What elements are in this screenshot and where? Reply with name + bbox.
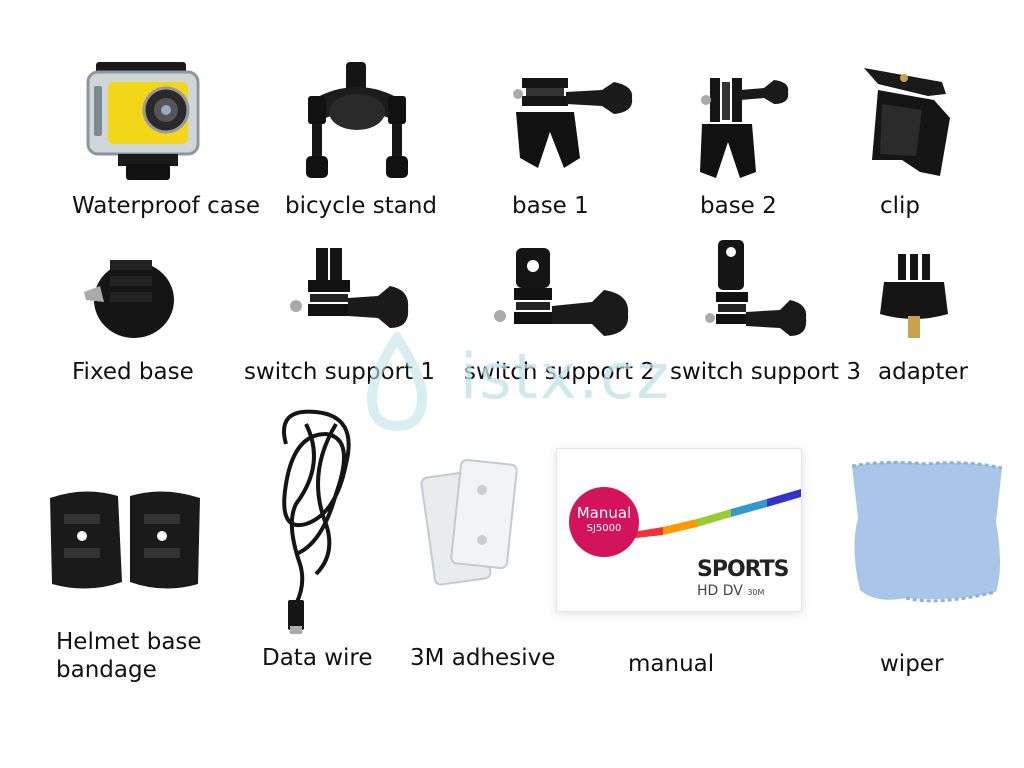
switch-support-2-icon — [494, 248, 629, 336]
label-switch1: switch support 1 — [244, 359, 435, 385]
label-wiper: wiper — [880, 651, 944, 677]
manual-booklet: Manual SJ5000 SPORTS HD DV 30M — [556, 448, 802, 612]
label-switch3: switch support 3 — [670, 359, 861, 385]
manual-brand-sub: HD DV 30M — [697, 583, 764, 599]
wiper-icon — [851, 460, 1003, 603]
label-bicycle-stand: bicycle stand — [285, 193, 438, 219]
label-base2: base 2 — [700, 193, 777, 219]
manual-brand-depth: 30M — [747, 588, 765, 597]
label-base1: base 1 — [512, 193, 589, 219]
adhesive-icon — [420, 458, 518, 586]
manual-badge-model: SJ5000 — [586, 523, 622, 534]
manual-badge-title: Manual — [576, 504, 632, 522]
label-clip: clip — [880, 193, 921, 219]
label-data-wire: Data wire — [262, 645, 373, 671]
helmet-base-icon — [50, 491, 200, 589]
fixed-base-icon — [84, 260, 174, 338]
switch-support-3-icon — [705, 240, 807, 336]
bicycle-stand-icon — [306, 62, 408, 178]
label-switch2: switch support 2 — [464, 359, 655, 385]
label-fixed-base: Fixed base — [72, 359, 194, 385]
manual-brand-title: SPORTS — [697, 557, 789, 582]
switch-support-1-icon — [290, 248, 409, 328]
base-2-icon — [700, 78, 789, 178]
manual-brand-hddv: HD DV — [697, 583, 743, 599]
label-manual: manual — [628, 651, 715, 677]
label-helmet-line2: bandage — [56, 657, 157, 683]
label-adapter: adapter — [878, 359, 969, 385]
data-wire-icon — [282, 409, 351, 634]
waterproof-case-icon — [86, 62, 200, 180]
manual-badge: Manual SJ5000 — [569, 487, 639, 557]
base-1-icon — [513, 78, 633, 168]
label-helmet-line1: Helmet base — [56, 629, 202, 655]
rainbow-stripe-icon — [627, 489, 801, 539]
label-waterproof-case: Waterproof case — [72, 193, 260, 219]
adapter-icon — [880, 254, 948, 338]
clip-icon — [864, 68, 950, 176]
label-3m-adhesive: 3M adhesive — [410, 645, 556, 671]
